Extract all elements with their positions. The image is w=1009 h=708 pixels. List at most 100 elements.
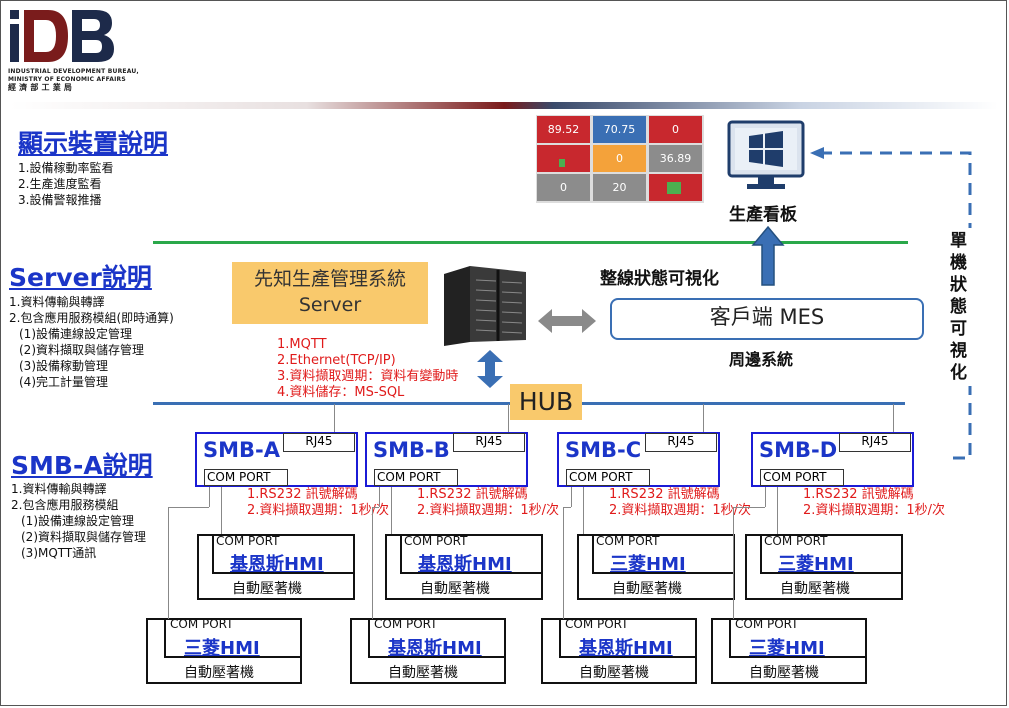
smb-desc-list: 1.資料傳輸與轉譯 2.包含應用服務模組 (1)設備連線設定管理 (2)資料擷取…	[11, 481, 146, 561]
hmi-machine: 自動壓著機	[749, 665, 819, 681]
hmi-bottom-frame	[711, 618, 867, 684]
hmi-com-port: COM PORT	[735, 617, 799, 631]
com-port: COM PORT	[760, 469, 844, 486]
hmi-bottom-screen	[559, 618, 697, 658]
dashboard-tile: 89.52	[537, 116, 590, 143]
hmi-name: 三菱HMI	[749, 638, 825, 659]
server-title: Server說明	[9, 263, 152, 292]
logo-line-3: 經 濟 部 工 業 局	[8, 83, 73, 92]
smb-box: SMB-B RJ45 COM PORT	[365, 432, 528, 487]
smb-note-2: 2.資料擷取週期：1秒/次	[417, 503, 560, 518]
hmi-name: 基恩斯HMI	[579, 638, 673, 659]
server-box: 先知生產管理系統 Server	[232, 262, 428, 324]
up-arrow-icon	[751, 225, 785, 286]
hmi-bottom-frame	[541, 618, 697, 684]
dashboard-label: 生產看板	[729, 205, 797, 225]
com-wire	[733, 507, 765, 508]
hmi-name: 三菱HMI	[610, 554, 686, 575]
server-item: (2)資料擷取與儲存管理	[19, 343, 144, 357]
hmi-top-screen	[760, 534, 903, 574]
smb-desc-item: (1)設備連線設定管理	[21, 514, 134, 528]
server-item: (1)設備連線設定管理	[19, 327, 132, 341]
hmi-com-port: COM PORT	[596, 534, 660, 548]
smb-box: SMB-A RJ45 COM PORT	[195, 432, 358, 487]
hmi-bottom-screen	[164, 618, 302, 658]
hmi-machine: 自動壓著機	[780, 581, 850, 597]
rj45-port: RJ45	[283, 433, 355, 452]
dashboard-tile: 36.89	[649, 145, 702, 172]
com-port: COM PORT	[204, 469, 288, 486]
hmi-bottom-screen	[729, 618, 867, 658]
hmi-top-frame	[385, 534, 543, 600]
server-item: 2.包含應用服務模組(即時通算)	[9, 311, 174, 325]
hmi-name: 三菱HMI	[778, 554, 854, 575]
smb-desc-item: 2.包含應用服務模組	[11, 498, 119, 512]
single-status-label: 單機狀態可視化	[950, 228, 974, 386]
smb-box: SMB-C RJ45 COM PORT	[557, 432, 720, 487]
dashboard-thumbnail: 89.52 70.75 0 0 36.89 0 20	[536, 115, 704, 203]
hmi-top-screen	[400, 534, 543, 574]
hmi-name: 基恩斯HMI	[418, 554, 512, 575]
com-wire	[563, 507, 571, 508]
hmi-com-port: COM PORT	[404, 534, 468, 548]
com-wire	[765, 487, 766, 507]
smb-box: SMB-D RJ45 COM PORT	[751, 432, 914, 487]
smb-note-1: 1.RS232 訊號解碼	[417, 487, 528, 502]
double-arrow-horizontal-icon	[538, 309, 596, 333]
smb-note-2: 2.資料擷取週期：1秒/次	[247, 503, 390, 518]
com-port: COM PORT	[566, 469, 650, 486]
display-item: 1.設備稼動率監看	[18, 161, 114, 175]
hmi-machine: 自動壓著機	[420, 581, 490, 597]
rj45-port: RJ45	[645, 433, 717, 452]
hub-wire	[893, 404, 894, 434]
hmi-bottom-screen	[368, 618, 506, 658]
line-status-label: 整線狀態可視化	[600, 269, 719, 289]
logo-line-2: MINISTRY OF ECONOMIC AFFAIRS	[8, 76, 126, 83]
display-list: 1.設備稼動率監看 2.生產進度監看 3.設備警報推播	[18, 160, 113, 208]
com-wire	[563, 507, 564, 619]
hmi-top-frame	[577, 534, 735, 600]
hmi-bottom-frame	[350, 618, 506, 684]
mes-box: 客戶端 MES	[610, 298, 924, 340]
hmi-name: 基恩斯HMI	[388, 638, 482, 659]
logo-line-1: INDUSTRIAL DEVELOPMENT BUREAU,	[8, 68, 139, 75]
smb-name: SMB-B	[373, 438, 450, 462]
com-wire	[372, 507, 379, 508]
protocol-item: 2.Ethernet(TCP/IP)	[277, 353, 396, 368]
smb-note-1: 1.RS232 訊號解碼	[247, 487, 358, 502]
hmi-com-port: COM PORT	[565, 617, 629, 631]
com-wire	[571, 487, 572, 507]
hub-wire	[508, 404, 509, 434]
rj45-port: RJ45	[453, 433, 525, 452]
smb-note-2: 2.資料擷取週期：1秒/次	[803, 503, 946, 518]
dashboard-tile: 70.75	[593, 116, 646, 143]
protocol-list: 1.MQTT 2.Ethernet(TCP/IP) 3.資料擷取週期：資料有變動…	[277, 337, 458, 401]
dashboard-tile: 20	[593, 174, 646, 201]
protocol-item: 3.資料擷取週期：資料有變動時	[277, 369, 459, 384]
server-box-title: 先知生產管理系統	[253, 268, 406, 290]
hmi-com-port: COM PORT	[764, 534, 828, 548]
hmi-machine: 自動壓著機	[579, 665, 649, 681]
smb-name: SMB-D	[759, 438, 838, 462]
server-item: (3)設備稼動管理	[19, 359, 108, 373]
smb-note-2: 2.資料擷取週期：1秒/次	[609, 503, 752, 518]
server-rack-icon	[444, 266, 526, 346]
com-wire	[168, 507, 209, 508]
com-wire	[209, 487, 210, 507]
peripheral-label: 周邊系統	[729, 350, 794, 369]
smb-note: 1.RS232 訊號解碼 2.資料擷取週期：1秒/次	[417, 487, 559, 519]
hmi-name: 三菱HMI	[184, 638, 260, 659]
hmi-machine: 自動壓著機	[184, 665, 254, 681]
double-arrow-vertical-icon	[477, 350, 503, 388]
hmi-com-port: COM PORT	[170, 617, 234, 631]
display-title: 顯示裝置說明	[18, 129, 169, 158]
hub-wire	[703, 404, 704, 434]
idb-logo-mark-icon	[10, 10, 114, 62]
server-list: 1.資料傳輸與轉譯 2.包含應用服務模組(即時通算) (1)設備連線設定管理 (…	[9, 294, 174, 390]
hmi-top-screen	[212, 534, 355, 574]
display-item: 2.生產進度監看	[18, 177, 102, 191]
hub-label: HUB	[510, 384, 582, 420]
protocol-item: 1.MQTT	[277, 337, 327, 352]
smb-note-1: 1.RS232 訊號解碼	[609, 487, 720, 502]
